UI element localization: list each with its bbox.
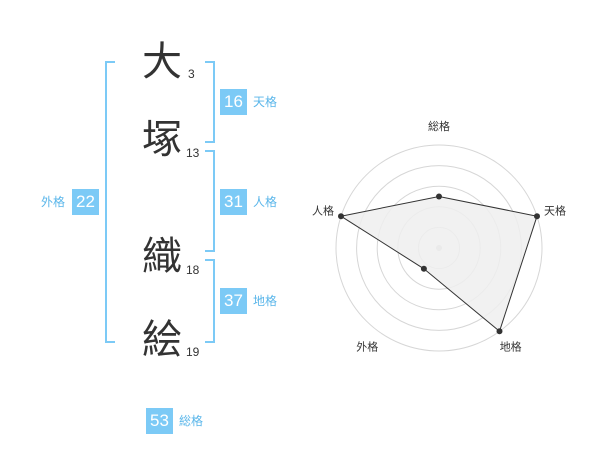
- chikaku-value-badge: 37: [220, 288, 247, 314]
- tenkaku-bracket: [205, 61, 215, 143]
- name-char-4: 絵: [142, 317, 182, 363]
- radar-axis-label-3: 外格: [356, 340, 378, 354]
- radar-point-3: [420, 265, 427, 272]
- jinkaku-label: 人格: [253, 195, 278, 209]
- name-char-1: 大: [142, 39, 182, 85]
- jinkaku-value-badge: 31: [220, 189, 247, 215]
- chikaku-bracket: [205, 259, 215, 343]
- stroke-count-2: 13: [186, 146, 200, 160]
- soukaku-value-badge: 53: [146, 408, 173, 434]
- radar-axis-label-0: 総格: [428, 119, 450, 133]
- radar-point-2: [496, 328, 503, 335]
- stroke-count-3: 18: [186, 263, 200, 277]
- stroke-count-4: 19: [186, 345, 200, 359]
- radar-axis-label-2: 地格: [500, 340, 522, 354]
- gaikaku-bracket: [105, 61, 115, 343]
- gaikaku-value-badge: 22: [72, 189, 99, 215]
- radar-polygon: [339, 195, 538, 333]
- radar-point-4: [338, 213, 344, 220]
- stroke-count-1: 3: [188, 67, 195, 81]
- radar-axis-label-4: 人格: [312, 203, 334, 217]
- radar-point-0: [436, 193, 442, 200]
- radar-point-1: [534, 213, 540, 220]
- radar-axis-label-1: 天格: [544, 203, 566, 217]
- radar-points: [338, 193, 540, 335]
- gaikaku-label: 外格: [41, 195, 66, 209]
- soukaku-label: 総格: [179, 414, 204, 428]
- chikaku-label: 地格: [253, 294, 278, 308]
- tenkaku-value-badge: 16: [220, 89, 247, 115]
- name-char-3: 織: [142, 234, 182, 280]
- name-char-2: 塚: [142, 117, 182, 163]
- tenkaku-label: 天格: [253, 95, 278, 109]
- jinkaku-bracket: [205, 150, 215, 252]
- radar-ring-5: [335, 144, 543, 352]
